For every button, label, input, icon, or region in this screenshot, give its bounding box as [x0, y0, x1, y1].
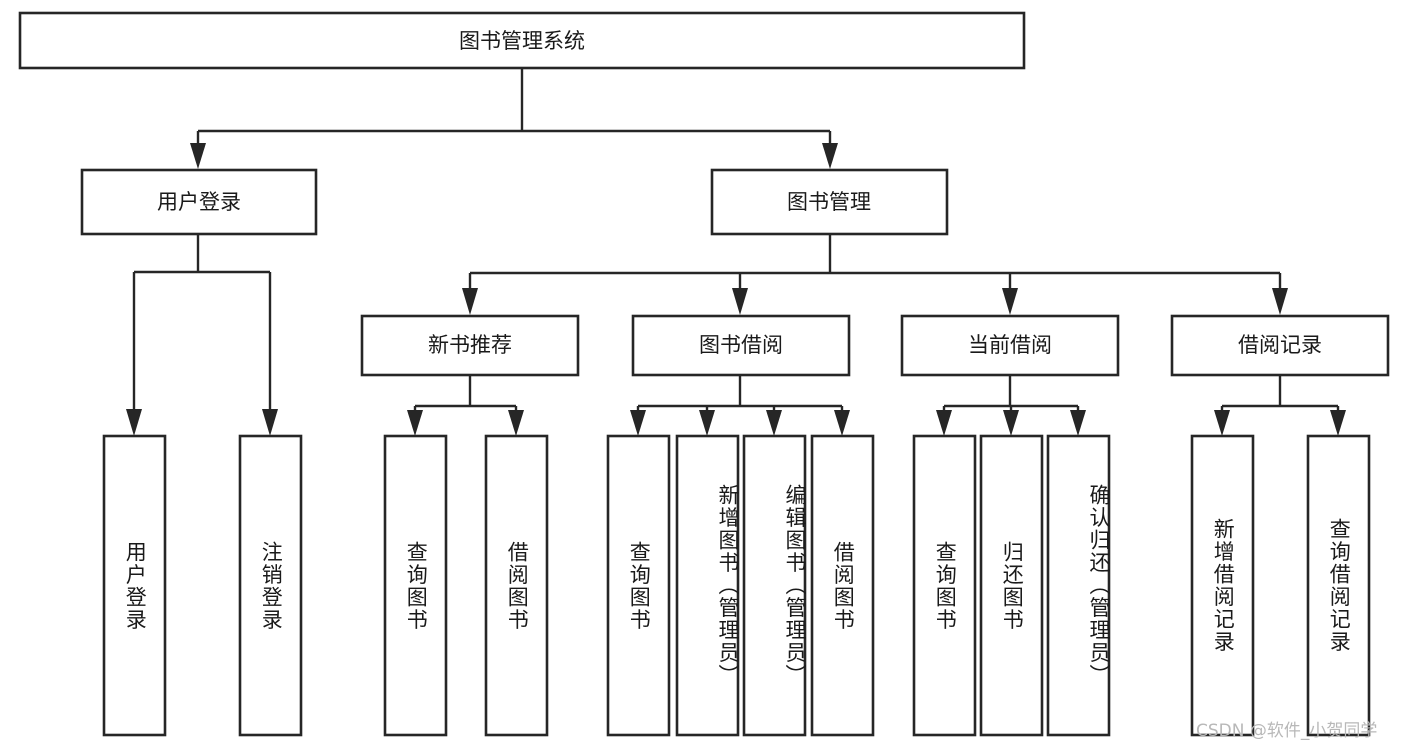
- node-leaf-borrow-book-1-label: 借阅图书: [505, 540, 530, 631]
- node-leaf-query-book-2[interactable]: [606, 434, 671, 737]
- arrow-head-new-book-recommend: [462, 288, 478, 315]
- node-leaf-query-book-3[interactable]: [912, 434, 977, 737]
- node-leaf-confirm-return-admin-label: 确认归还（管理员）: [1087, 484, 1111, 687]
- node-leaf-add-book-admin-label: 新增图书（管理员）: [716, 484, 740, 687]
- arrow-head-current-borrow: [1002, 288, 1018, 315]
- arrow-head-leaf-borrow-book-1: [508, 410, 524, 436]
- node-leaf-query-borrow-record[interactable]: [1306, 434, 1371, 737]
- node-leaf-add-borrow-record[interactable]: [1190, 434, 1255, 737]
- node-leaf-user-login-label: 用户登录: [123, 540, 148, 631]
- node-leaf-edit-book-admin[interactable]: [742, 434, 807, 737]
- arrow-head-leaf-query-book-1: [407, 410, 423, 436]
- connector-layer: [126, 68, 1346, 436]
- arrow-head-book-borrow: [732, 288, 748, 315]
- node-leaf-confirm-return-admin[interactable]: [1046, 434, 1111, 737]
- node-user-login[interactable]: [80, 168, 318, 236]
- node-box-layer: [18, 11, 1390, 737]
- arrow-head-leaf-return-book: [1003, 410, 1019, 436]
- arrow-head-leaf-edit-book-admin: [766, 410, 782, 436]
- node-leaf-query-book-1[interactable]: [383, 434, 448, 737]
- node-borrow-record[interactable]: [1170, 314, 1390, 377]
- node-user-login-label: 用户登录: [157, 190, 241, 214]
- node-book-management[interactable]: [710, 168, 949, 236]
- node-leaf-logout-login-label: 注销登录: [259, 540, 284, 631]
- node-leaf-borrow-book-2-label: 借阅图书: [831, 540, 856, 631]
- arrow-head-leaf-query-book-2: [630, 410, 646, 436]
- node-leaf-query-book-2-label: 查询图书: [627, 540, 652, 631]
- node-root[interactable]: [18, 11, 1026, 70]
- csdn-watermark: CSDN @软件_小贺同学: [1196, 721, 1378, 741]
- node-book-borrow[interactable]: [631, 314, 851, 377]
- node-leaf-borrow-book-1[interactable]: [484, 434, 549, 737]
- arrow-head-leaf-borrow-book-2: [834, 410, 850, 436]
- node-new-book-recommend-label: 新书推荐: [428, 333, 512, 357]
- arrow-head-leaf-logout-login: [262, 409, 278, 436]
- arrow-head-leaf-query-borrow-record: [1330, 410, 1346, 436]
- node-leaf-add-borrow-record-label: 新增借阅记录: [1211, 518, 1236, 653]
- node-borrow-record-label: 借阅记录: [1238, 333, 1322, 357]
- node-leaf-user-login[interactable]: [102, 434, 167, 737]
- node-leaf-query-book-1-label: 查询图书: [404, 540, 429, 631]
- arrow-head-leaf-query-book-3: [936, 410, 952, 436]
- node-leaf-return-book-label: 归还图书: [1000, 540, 1025, 631]
- node-book-management-label: 图书管理: [787, 190, 871, 214]
- arrow-head-borrow-record: [1272, 288, 1288, 315]
- node-leaf-edit-book-admin-label: 编辑图书（管理员）: [783, 484, 807, 687]
- horizontal-label-layer: 图书管理系统 用户登录 图书管理 新书推荐 图书借阅 当前借阅 借阅记录: [157, 29, 1322, 357]
- arrow-head-leaf-add-borrow-record: [1214, 410, 1230, 436]
- node-leaf-add-book-admin[interactable]: [675, 434, 740, 737]
- node-book-borrow-label: 图书借阅: [699, 333, 783, 357]
- node-current-borrow[interactable]: [900, 314, 1120, 377]
- node-leaf-query-book-3-label: 查询图书: [933, 540, 958, 631]
- node-root-label: 图书管理系统: [459, 29, 585, 53]
- node-leaf-return-book[interactable]: [979, 434, 1044, 737]
- arrow-head-user-login: [190, 143, 206, 169]
- node-current-borrow-label: 当前借阅: [968, 333, 1052, 357]
- arrow-head-leaf-add-book-admin: [699, 410, 715, 436]
- arrow-head-leaf-user-login: [126, 409, 142, 436]
- arrow-head-leaf-confirm-return-admin: [1070, 410, 1086, 436]
- node-leaf-borrow-book-2[interactable]: [810, 434, 875, 737]
- node-new-book-recommend[interactable]: [360, 314, 580, 377]
- node-leaf-query-borrow-record-label: 查询借阅记录: [1327, 518, 1352, 653]
- arrow-head-book-management: [822, 143, 838, 169]
- node-leaf-logout-login[interactable]: [238, 434, 303, 737]
